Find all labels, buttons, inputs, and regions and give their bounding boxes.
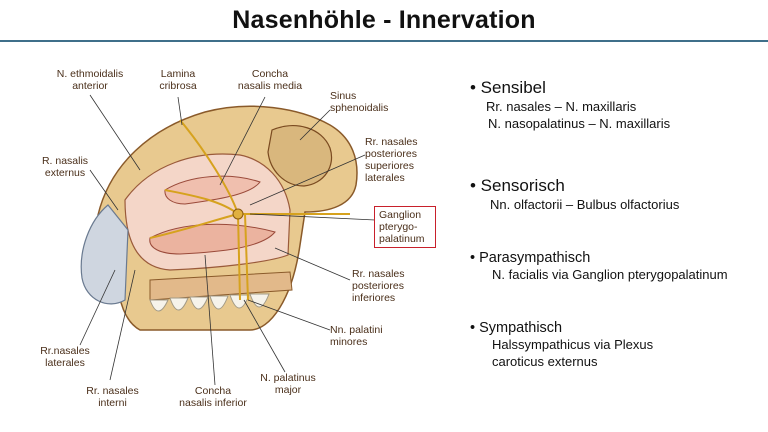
nasal-cavity-illustration <box>79 94 376 386</box>
nerve-lines <box>149 119 350 301</box>
ganglion-marker <box>232 208 244 220</box>
hard-palate <box>149 271 293 301</box>
label-concha-nasalis-media: Concha nasalis media <box>237 68 303 92</box>
section-heading: • Sensorisch <box>470 176 565 195</box>
label-rr-nasales-laterales: Rr.nasales laterales <box>40 345 90 369</box>
sphenoid-sinus <box>267 125 333 187</box>
label-rr-nasales-post-sup-lat: Rr. nasales posteriores superiores later… <box>365 136 418 184</box>
section-sensorisch: • Sensorisch Nn. olfactorii – Bulbus olf… <box>470 176 679 213</box>
section-sensibel: • Sensibel Rr. nasales – N. maxillaris N… <box>470 78 670 132</box>
section-line: Halssympathicus via Plexus <box>492 337 654 352</box>
label-lamina-cribrosa: Lamina cribrosa <box>159 68 197 92</box>
ganglion-highlight-box <box>374 206 436 248</box>
section-heading: • Parasympathisch <box>470 250 591 266</box>
label-r-nasalis-externus: R. nasalis externus <box>41 155 89 179</box>
section-sympathisch: • Sympathisch Halssympathicus via Plexus… <box>470 320 653 370</box>
label-nn-palatini-minores: Nn. palatini minores <box>330 324 383 348</box>
label-rr-nasales-interni: Rr. nasales interni <box>86 385 139 409</box>
section-line: Nn. olfactorii – Bulbus olfactorius <box>490 197 680 212</box>
label-rr-nasales-post-inf: Rr. nasales posteriores inferiores <box>352 268 405 304</box>
title-rule <box>0 40 768 42</box>
section-parasympathisch: • Parasympathisch N. facialis via Gangli… <box>470 250 728 283</box>
section-line: N. nasopalatinus – N. maxillaris <box>488 116 671 131</box>
leader-lines <box>79 94 376 386</box>
concha-media <box>164 175 261 205</box>
anatomy-figure: N. ethmoidalis anterior Lamina cribrosa … <box>0 50 440 420</box>
section-heading: • Sensibel <box>470 78 546 97</box>
section-heading: • Sympathisch <box>470 320 563 336</box>
label-ganglion-pterygopalatinum: Ganglion pterygo- palatinum <box>379 209 425 245</box>
label-concha-nasalis-inferior: Concha nasalis inferior <box>179 385 247 409</box>
section-line: N. facialis via Ganglion pterygopalatinu… <box>492 267 728 282</box>
label-n-palatinus-major: N. palatinus major <box>260 372 316 396</box>
teeth <box>149 293 270 312</box>
slide-title: Nasenhöhle - Innervation <box>232 6 536 34</box>
section-line: caroticus externus <box>492 354 598 369</box>
label-sinus-sphenoidalis: Sinus sphenoidalis <box>330 90 389 114</box>
section-line: Rr. nasales – N. maxillaris <box>486 99 637 114</box>
external-nose <box>80 204 129 305</box>
label-n-ethmoidalis-anterior: N. ethmoidalis anterior <box>56 68 124 92</box>
